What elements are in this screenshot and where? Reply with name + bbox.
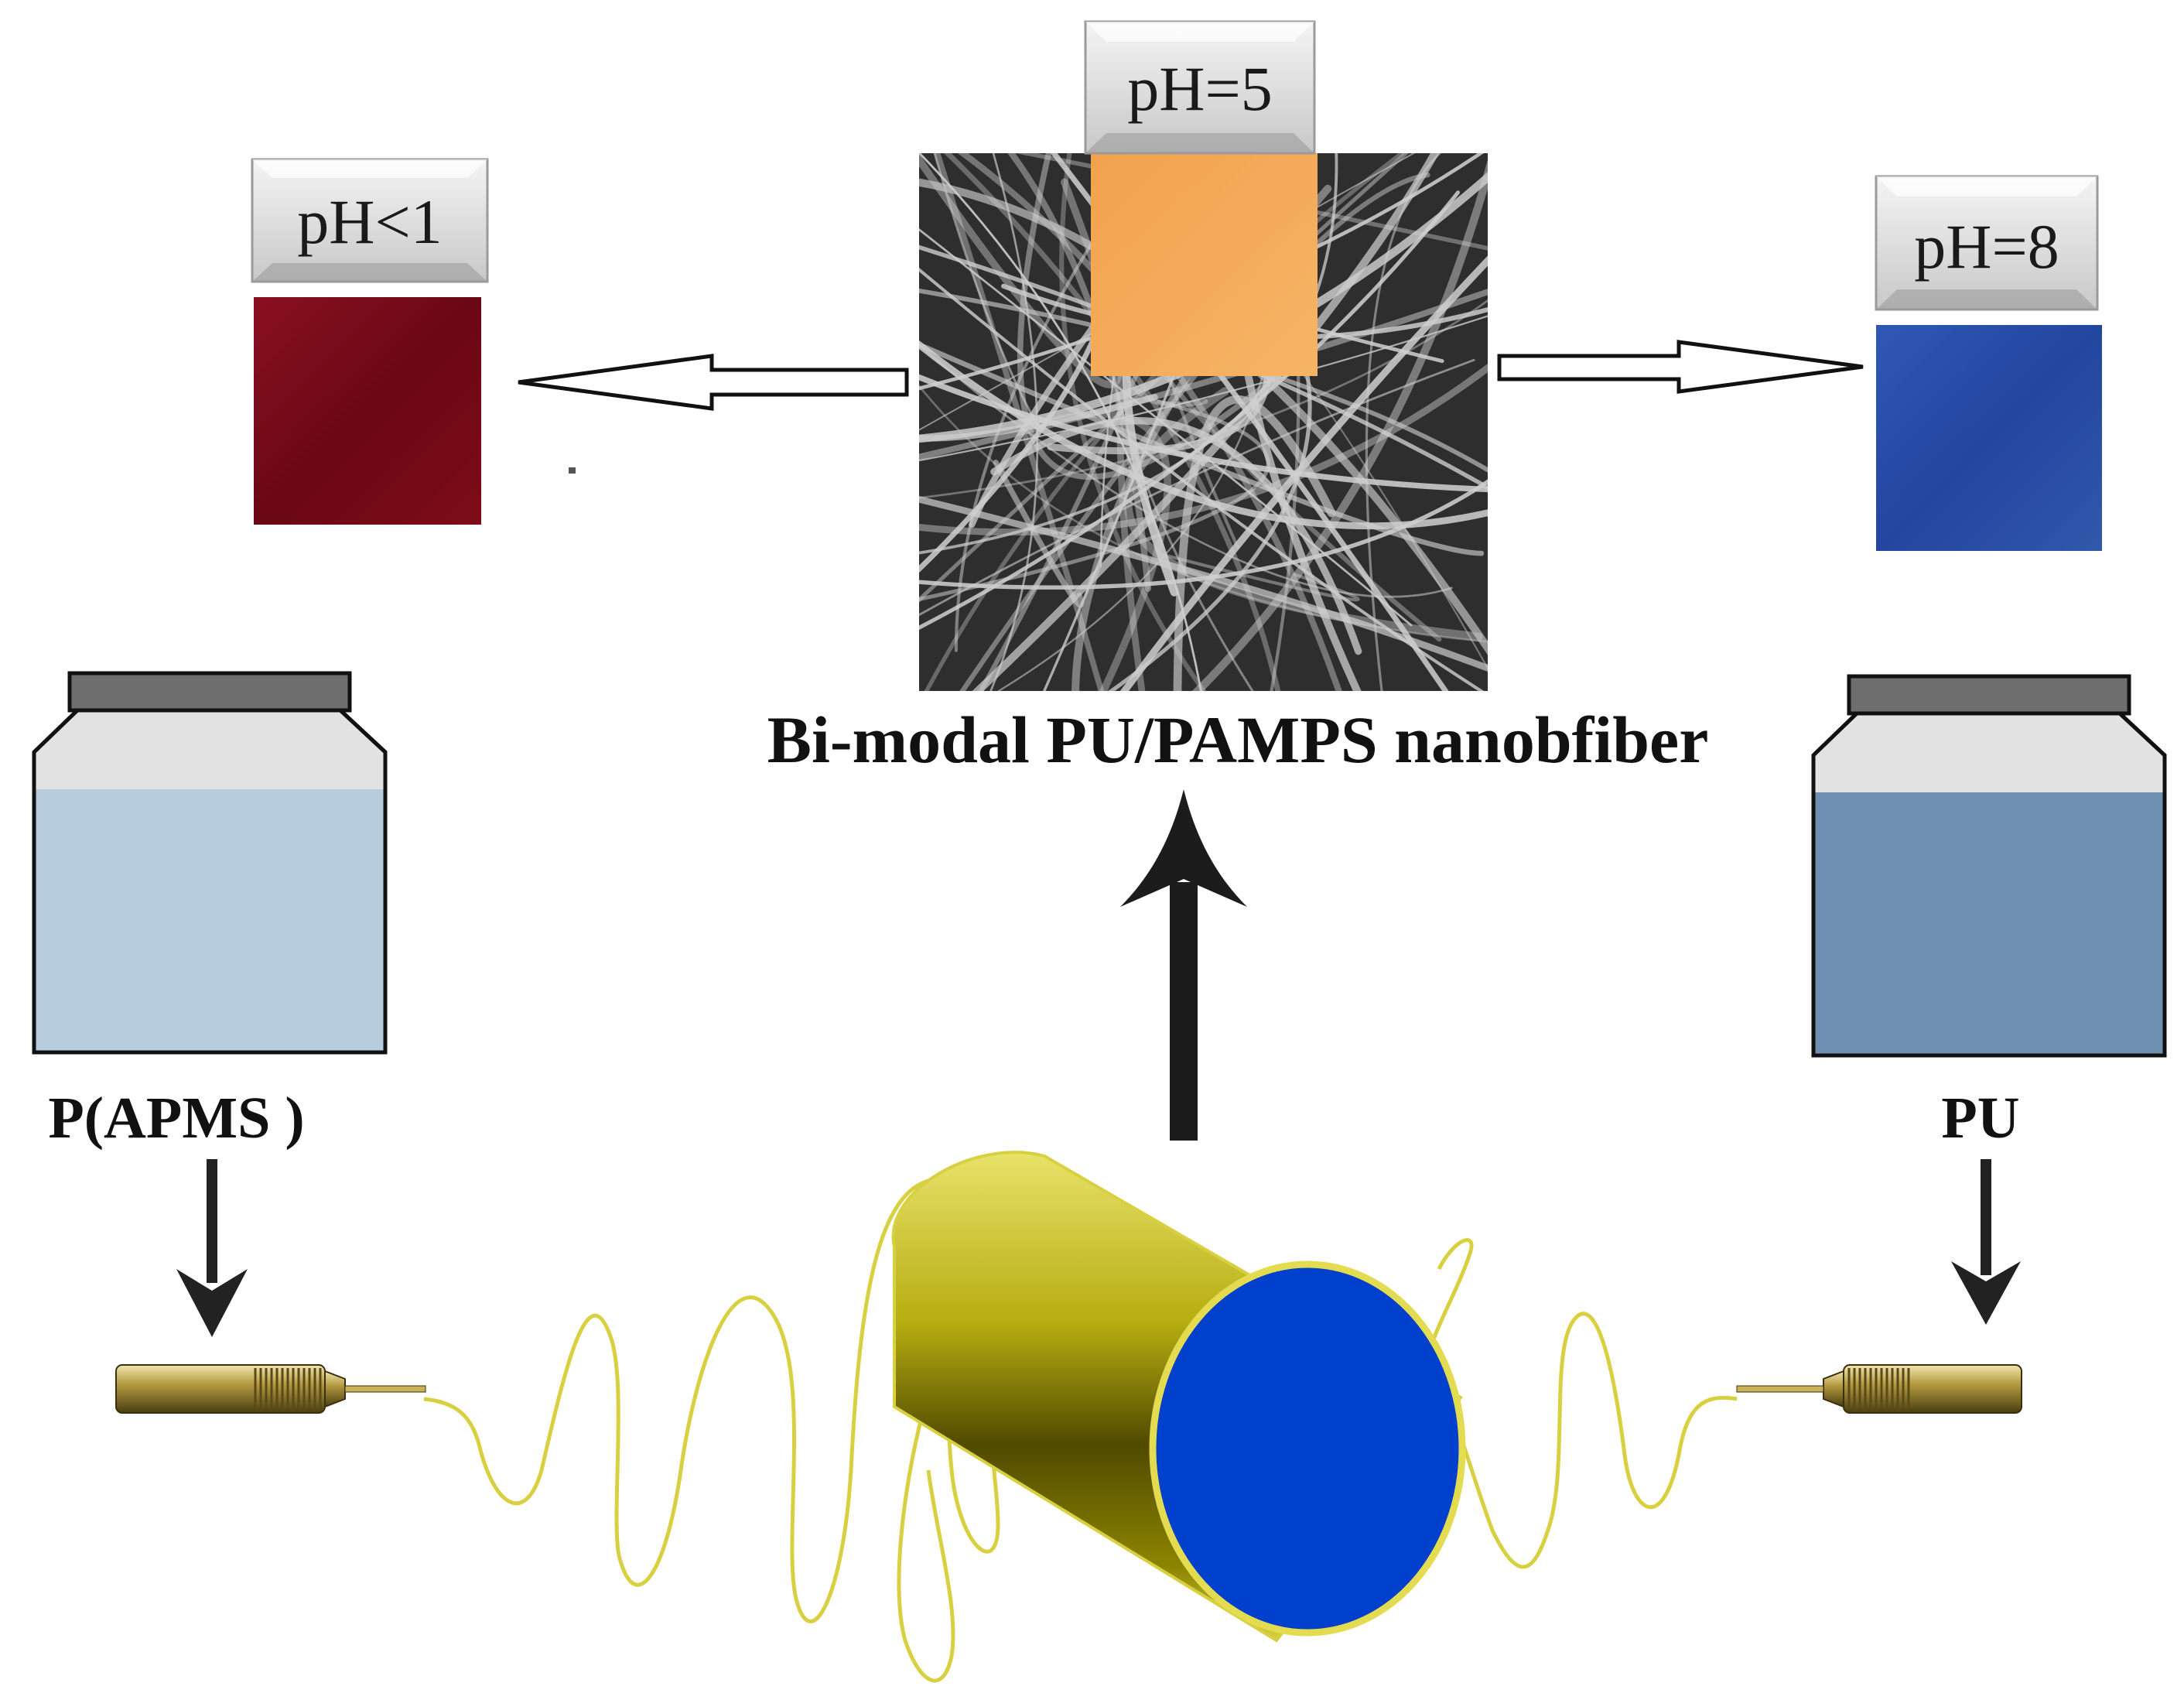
arrow-down-left-icon [176, 1159, 248, 1337]
ph-label-left: pH<1 [297, 186, 442, 257]
sem-fiber [919, 384, 1488, 643]
neutral-swatch [1091, 153, 1318, 376]
sem-fiber [919, 178, 1488, 655]
sem-fiber [919, 190, 1460, 630]
arrow-up-icon [1120, 789, 1247, 1141]
sem-fiber [993, 460, 1084, 608]
sem-fiber [933, 153, 1041, 431]
sem-fiber [919, 358, 1475, 617]
ph-label-center: pH=5 [1127, 53, 1272, 124]
jar-icon-right [1811, 674, 2167, 1058]
sem-fiber [919, 245, 1488, 491]
fiber-jet-right [1428, 1238, 1738, 1569]
sem-fiber [919, 393, 1158, 442]
ph-label-right: pH=8 [1914, 211, 2059, 282]
acid-swatch [254, 297, 481, 525]
sem-fiber [1042, 153, 1254, 691]
ph-tag-center: pH=5 [1084, 20, 1316, 155]
fiber-jet-left [423, 1177, 1008, 1623]
sem-fiber [1119, 255, 1488, 691]
sem-fiber [919, 172, 1488, 443]
needle-icon-left [115, 1364, 426, 1414]
base-swatch [1876, 325, 2102, 551]
arrow-left-icon [518, 354, 909, 411]
arrow-down-right-icon [1951, 1159, 2021, 1325]
sem-fiber [919, 344, 1453, 598]
sem-fiber [919, 315, 1488, 462]
drum-collector-icon [891, 1151, 1466, 1643]
fiber-title: Bi-modal PU/PAMPS nanobfiber [767, 703, 1709, 777]
sem-fiber [1017, 153, 1297, 481]
ph-tag-right: pH=8 [1875, 175, 2099, 311]
sem-fiber [919, 153, 1338, 555]
sem-fiber [954, 153, 1154, 652]
jar-label-right: PU [1941, 1086, 2019, 1151]
sem-fiber [989, 153, 1039, 691]
sem-fiber [934, 153, 1105, 691]
needle-icon-right [1736, 1364, 2022, 1414]
sem-fiber [919, 288, 1488, 460]
sem-fiber [1059, 153, 1207, 691]
sem-fiber [1050, 153, 1449, 691]
sem-fiber [919, 479, 1488, 590]
sem-fiber [919, 288, 1488, 473]
speck [569, 467, 576, 474]
sem-fiber [1365, 153, 1442, 691]
sem-fiber [919, 340, 1488, 529]
arrow-right-icon [1497, 340, 1864, 394]
drum-face [1149, 1260, 1466, 1637]
sem-fiber [990, 417, 1362, 655]
sem-fiber [1123, 387, 1483, 641]
jar-label-left: P(APMS ) [48, 1086, 304, 1151]
jar-icon-left [32, 671, 388, 1055]
sem-fiber [919, 299, 1488, 499]
sem-fiber [1191, 159, 1488, 691]
ph-tag-left: pH<1 [251, 158, 489, 283]
sem-fiber [1051, 410, 1171, 691]
fiber-jet-bottom [897, 1392, 955, 1683]
sem-fiber [919, 363, 1488, 536]
sem-fiber [1007, 153, 1152, 592]
sem-fiber [943, 153, 1281, 691]
